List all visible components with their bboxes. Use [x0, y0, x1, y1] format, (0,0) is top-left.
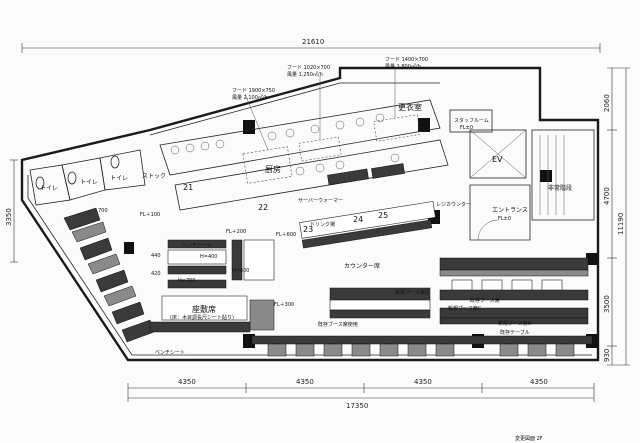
tatami-note: (床：木目調長尺シート貼り)	[170, 314, 234, 321]
right-dim-2: 4700	[603, 187, 611, 205]
tatami-label: 座敷席	[192, 304, 216, 314]
bottom-seg-1: 4350	[178, 378, 196, 386]
existing-booth-label: 既存ブース席	[470, 297, 500, 304]
height-h600: H=600	[232, 268, 250, 274]
bottom-booths	[251, 335, 593, 357]
top-dimension: 21610	[21, 38, 601, 53]
locker-room-label: 更衣室	[398, 102, 422, 112]
seat-number-22: 22	[258, 203, 268, 212]
right-dim-1: 2060	[603, 94, 611, 112]
seat-number-24: 24	[353, 215, 363, 224]
staff-room-fl-label: FL±0	[460, 125, 473, 131]
seat-number-21: 21	[183, 183, 193, 192]
hood-b-air: 風量 1,250㎥/h	[287, 71, 323, 78]
right-dimension: 2060 4700 3500 930 11190	[603, 67, 630, 366]
fl-600-label: FL＋600	[276, 232, 296, 238]
left-height-dim: 3350	[5, 208, 13, 226]
width-440: 440	[151, 253, 161, 259]
left-dimension: 3350	[5, 159, 18, 263]
toilet-label-3: トイレ	[110, 175, 128, 182]
bottom-total-dim: 17350	[346, 402, 368, 410]
bottom-seg-4: 4350	[530, 378, 548, 386]
width-700: 700	[98, 208, 108, 214]
entrance-fl-label: FL±0	[498, 216, 511, 222]
entrance-label: エントランス	[492, 207, 528, 214]
kitchen-label: 厨房	[265, 164, 281, 174]
footer-text: 変更図面 2F	[515, 435, 543, 442]
height-h400: H=400	[200, 254, 218, 260]
storage-label: ストック	[142, 173, 166, 180]
width-420: 420	[151, 271, 161, 277]
hood-c-air: 風量 1,800㎥/h	[385, 63, 421, 70]
fl-300-label: FL＋300	[274, 302, 294, 308]
labels: 更衣室 厨房 EV 非常階段 エントランス FL±0 スタッフルーム FL±0 …	[40, 57, 572, 442]
ev-label: EV	[492, 155, 503, 164]
right-dim-3: 3500	[603, 295, 611, 313]
right-booths	[329, 257, 589, 325]
right-total-dim: 11190	[617, 213, 625, 235]
left-booths	[63, 207, 155, 343]
bench-seat-label-2: ベンチシート	[155, 350, 185, 356]
hoods	[242, 68, 421, 184]
restrooms	[29, 149, 146, 206]
height-h700: H=700	[178, 278, 196, 284]
drink-station-label: ドリンク場	[310, 221, 335, 228]
cashier-label: レジカウンター	[436, 201, 471, 208]
hood-a-air: 風量 2,100㎥/h	[232, 94, 268, 101]
bench-seat-label-1: ベンチシート	[182, 243, 212, 249]
bottom-seg-2: 4350	[296, 378, 314, 386]
core-rooms	[449, 109, 595, 241]
hood-a-label: フード 1900×750	[232, 88, 275, 94]
right-dim-4: 930	[603, 349, 611, 362]
sake-server-label: サーバーウォーマー	[298, 197, 343, 204]
emergency-stairs-label: 非常階段	[548, 184, 572, 192]
fl-100-label: FL＋100	[140, 212, 160, 218]
seat-number-25: 25	[378, 211, 388, 220]
center-seating	[149, 239, 275, 333]
hood-b-label: フード 1020×700	[287, 65, 330, 71]
bottom-dimension: 4350 4350 4350 4350 17350	[127, 378, 595, 410]
hood-c-label: フード 1400×700	[385, 57, 428, 63]
toilet-label-1: トイレ	[40, 185, 58, 192]
booth-a-label: 新規ブース席A	[498, 320, 532, 327]
booth-c-label: 新規ブース席C	[448, 305, 482, 312]
staff-room-label: スタッフルーム	[454, 117, 489, 124]
counter-label: カウンター席	[344, 262, 380, 270]
existing-booth-reuse-label: 既存ブース席使用	[318, 321, 358, 328]
fl-200-label: FL＋200	[226, 229, 246, 235]
booth-d-label: 新規ブース席D	[395, 289, 429, 296]
top-total-dim: 21610	[302, 38, 324, 46]
seat-number-23: 23	[303, 225, 313, 234]
bottom-seg-3: 4350	[414, 378, 432, 386]
kitchen-counters	[159, 99, 449, 249]
existing-table-label: 既存テーブル	[500, 329, 530, 336]
toilet-label-2: トイレ	[80, 179, 98, 186]
